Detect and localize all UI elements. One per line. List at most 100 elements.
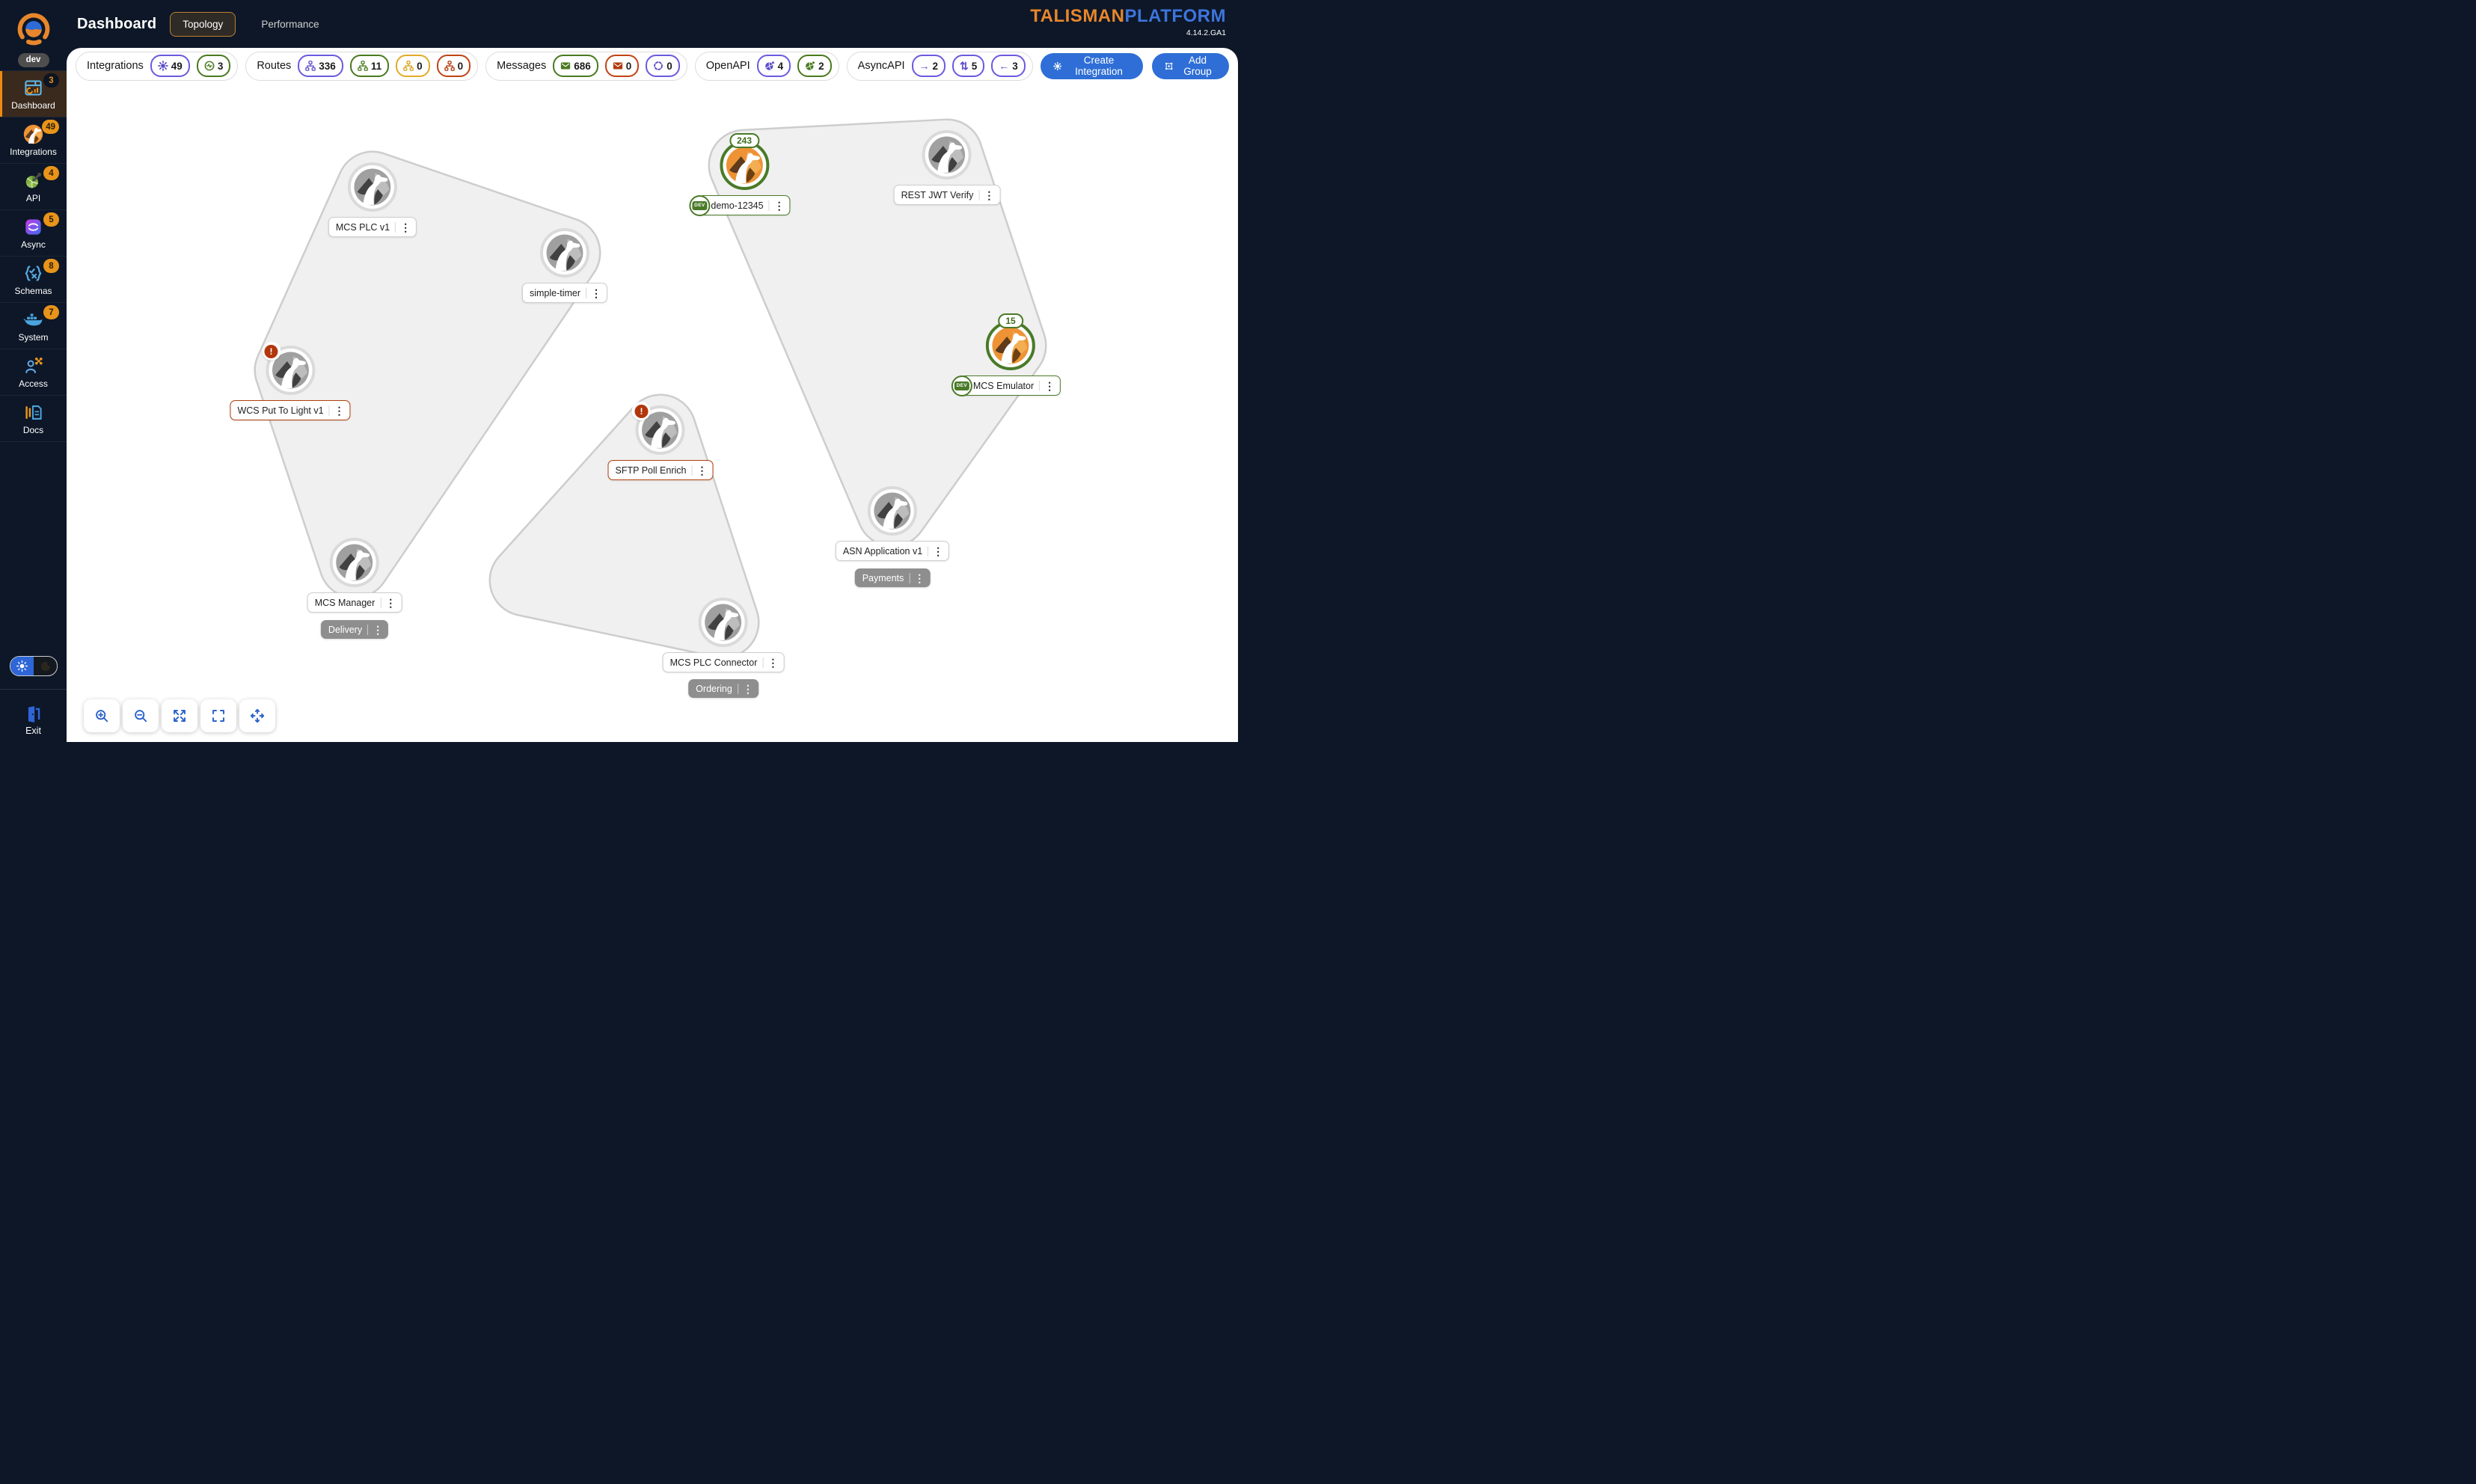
docs-icon: [25, 405, 42, 420]
sidebar: dev 3 Dashboard 49 Integrations: [0, 0, 67, 742]
camel-icon: [704, 603, 743, 642]
sidebar-item-api[interactable]: 4 API: [0, 163, 67, 209]
stat-chip-asyncapi-purple[interactable]: ←3: [991, 55, 1026, 77]
stat-chip-routes-green[interactable]: 11: [349, 55, 390, 77]
group-label-delivery[interactable]: Delivery⋮: [320, 620, 389, 639]
stat-chip-messages-purple[interactable]: 0: [646, 55, 680, 77]
sidebar-item-label: Docs: [22, 424, 44, 435]
node-avatar-mcs-manager[interactable]: [330, 538, 379, 587]
tab-performance[interactable]: Performance: [261, 18, 319, 30]
node-label-rest-jwt-verify[interactable]: REST JWT Verify⋮: [893, 185, 1001, 205]
node-kebab-menu[interactable]: ⋮: [762, 657, 778, 668]
node-kebab-menu[interactable]: ⋮: [978, 189, 994, 200]
app-logo[interactable]: [0, 0, 67, 49]
node-avatar-mcs-emulator[interactable]: 15: [986, 313, 1035, 370]
node-avatar-sftp-poll-enrich[interactable]: !: [631, 402, 685, 455]
arrows-updown-icon: ⇅: [960, 60, 969, 72]
stat-chip-value: 3: [217, 60, 224, 72]
sidebar-item-schemas[interactable]: 8 Schemas: [0, 256, 67, 302]
node-label-sftp-poll-enrich[interactable]: SFTP Poll Enrich ⋮: [607, 460, 714, 480]
create-integration-label: Create Integration: [1075, 55, 1123, 77]
route-icon: [358, 61, 368, 71]
node-avatar-wcs-put-to-light-v1[interactable]: !: [261, 342, 315, 395]
stat-chip-routes-yellow[interactable]: 0: [396, 55, 430, 77]
tab-topology[interactable]: Topology: [170, 11, 236, 37]
group-kebab-menu[interactable]: ⋮: [737, 683, 753, 694]
add-group-button[interactable]: Add Group: [1151, 52, 1229, 79]
stats-group-label: OpenAPI: [705, 60, 750, 72]
schemas-count-badge: 8: [43, 259, 59, 273]
node-kebab-menu[interactable]: ⋮: [328, 405, 345, 416]
sidebar-item-integrations[interactable]: 49 Integrations: [0, 117, 67, 163]
node-name: MCS Emulator: [972, 380, 1035, 391]
node-kebab-menu[interactable]: ⋮: [691, 464, 707, 476]
node-avatar-mcs-plc-connector[interactable]: [699, 598, 748, 647]
node-kebab-menu[interactable]: ⋮: [586, 287, 601, 298]
stat-chip-integrations-green[interactable]: 3: [196, 55, 231, 77]
node-label-wcs-put-to-light-v1[interactable]: WCS Put To Light v1 ⋮: [230, 400, 351, 420]
group-name: Ordering: [696, 683, 732, 694]
stat-chip-integrations-purple[interactable]: 49: [150, 55, 190, 77]
stat-chip-messages-green[interactable]: 686: [553, 55, 598, 77]
sidebar-item-access[interactable]: Access: [0, 349, 67, 395]
topology-canvas[interactable]: MCS PLC v1⋮ simple-timer ⋮! WCS Put To Ligh…: [67, 84, 1238, 742]
stat-chip-openapi-green[interactable]: 2: [797, 55, 832, 77]
stat-chip-asyncapi-purple[interactable]: →2: [911, 55, 946, 77]
zoom-in-button[interactable]: [84, 699, 120, 732]
theme-toggle[interactable]: [10, 656, 58, 676]
node-kebab-menu[interactable]: ⋮: [395, 221, 411, 233]
group-label-ordering[interactable]: Ordering ⋮: [688, 679, 759, 698]
sidebar-item-exit[interactable]: Exit: [0, 705, 67, 736]
stat-chip-routes-purple[interactable]: 336: [298, 55, 343, 77]
camel-icon: [545, 233, 584, 272]
node-kebab-menu[interactable]: ⋮: [768, 200, 785, 211]
node-label-mcs-plc-v1[interactable]: MCS PLC v1⋮: [328, 217, 417, 237]
fullscreen-button[interactable]: [200, 699, 236, 732]
node-avatar-rest-jwt-verify[interactable]: [922, 130, 972, 180]
node-name: SFTP Poll Enrich: [615, 464, 687, 476]
sidebar-item-dashboard[interactable]: 3 Dashboard: [0, 70, 67, 117]
group-kebab-menu[interactable]: ⋮: [909, 572, 925, 583]
node-avatar-mcs-plc-v1[interactable]: [348, 162, 397, 212]
route-icon: [403, 61, 414, 71]
node-avatar-simple-timer[interactable]: [540, 228, 589, 278]
node-label-mcs-manager[interactable]: MCS Manager⋮: [307, 592, 402, 613]
node-label-asn-application-v1[interactable]: ASN Application v1⋮: [835, 541, 950, 561]
node-kebab-menu[interactable]: ⋮: [380, 597, 396, 608]
create-integration-button[interactable]: Create Integration: [1040, 52, 1143, 79]
stat-chip-asyncapi-purple[interactable]: ⇅5: [952, 55, 985, 77]
sidebar-item-async[interactable]: 5 Async: [0, 209, 67, 256]
sidebar-item-system[interactable]: 7 System: [0, 302, 67, 349]
center-view-button[interactable]: [239, 699, 275, 732]
integration-node-mcs-plc-connector: MCS PLC Connector⋮: [662, 598, 785, 672]
version-label: 4.14.2.GA1: [1186, 28, 1226, 37]
node-name: simple-timer: [529, 287, 581, 298]
node-avatar-demo-12345[interactable]: 243: [719, 133, 769, 190]
group-label-payments[interactable]: Payments⋮: [854, 568, 931, 587]
stat-chip-routes-red[interactable]: 0: [436, 55, 471, 77]
stats-group-asyncapi: AsyncAPI→2⇅5←3: [846, 51, 1033, 81]
sidebar-item-docs[interactable]: Docs: [0, 395, 67, 442]
system-count-badge: 7: [43, 305, 59, 319]
async-count-badge: 5: [43, 212, 59, 227]
fit-view-button[interactable]: [162, 699, 197, 732]
group-kebab-menu[interactable]: ⋮: [367, 624, 383, 635]
zoom-out-button[interactable]: [123, 699, 159, 732]
node-label-mcs-plc-connector[interactable]: MCS PLC Connector⋮: [662, 652, 785, 672]
stat-chip-messages-red[interactable]: 0: [604, 55, 640, 77]
zoom-in-icon: [96, 710, 108, 723]
node-avatar-asn-application-v1[interactable]: [868, 486, 917, 536]
node-name: WCS Put To Light v1: [237, 405, 324, 416]
stat-chip-openapi-purple[interactable]: 4: [756, 55, 791, 77]
integration-node-mcs-plc-v1: MCS PLC v1⋮: [328, 162, 417, 237]
arrow-right-icon: →: [919, 60, 930, 72]
node-kebab-menu[interactable]: ⋮: [1039, 380, 1055, 391]
node-label-simple-timer[interactable]: simple-timer ⋮: [521, 283, 608, 303]
light-mode-sun-icon: [10, 657, 34, 675]
node-error-icon: !: [631, 402, 651, 420]
node-kebab-menu[interactable]: ⋮: [928, 545, 943, 556]
